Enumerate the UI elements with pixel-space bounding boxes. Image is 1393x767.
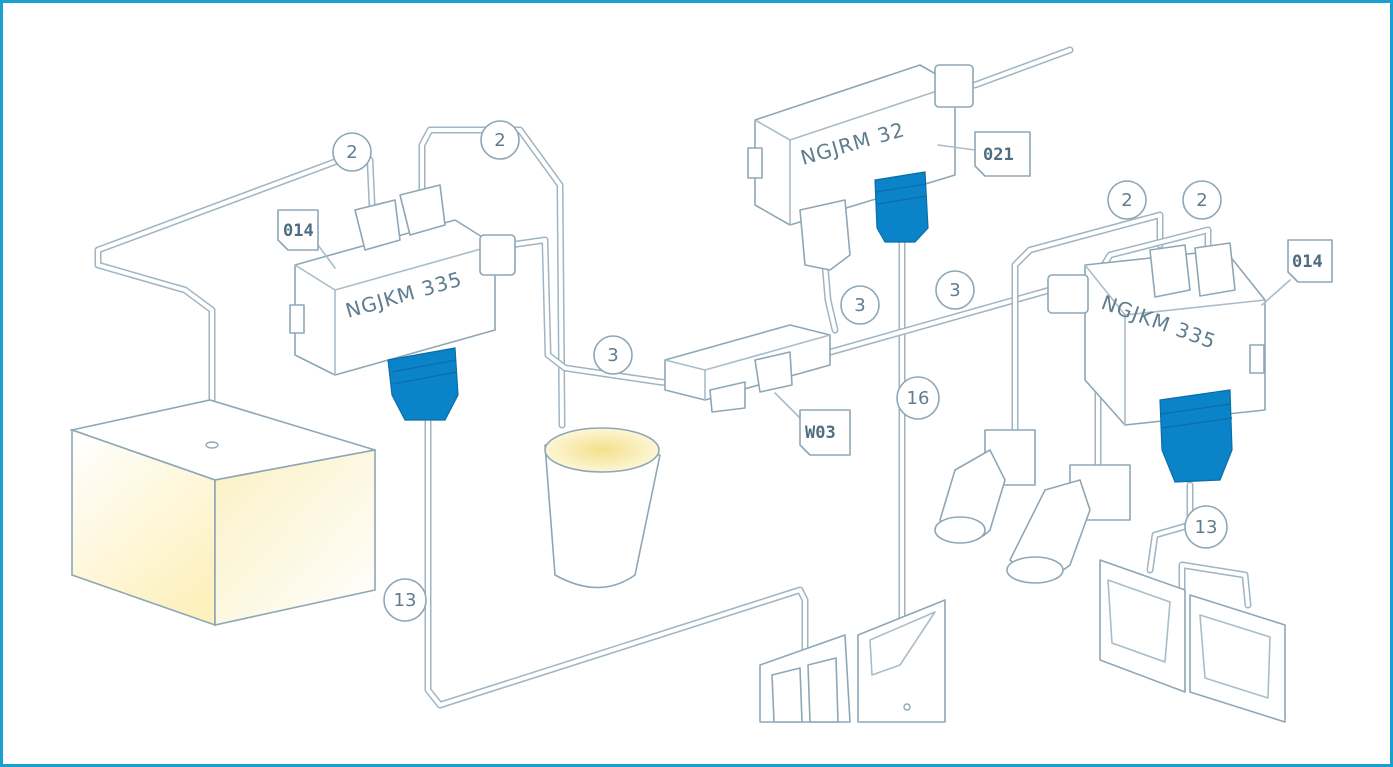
right-module	[1048, 243, 1265, 482]
tag-right-module-text: 014	[1292, 252, 1323, 272]
tag-distributor-text: W03	[805, 423, 836, 443]
marker-mid-right: 3	[936, 271, 974, 309]
marker-left-b-text: 2	[494, 130, 505, 151]
tag-left-module-text: 014	[283, 221, 314, 241]
marker-left-bottom-text: 13	[394, 590, 417, 611]
marker-right-a-text: 2	[1121, 190, 1132, 211]
tag-right-module: 014	[1288, 240, 1332, 282]
tag-left-module: 014	[278, 210, 318, 250]
marker-right-a: 2	[1108, 181, 1146, 219]
marker-mid-top-text: 3	[854, 295, 865, 316]
marker-mid-left: 3	[594, 336, 632, 374]
marker-mid-top: 3	[841, 286, 879, 324]
light-box	[72, 400, 375, 625]
marker-left-bottom: 13	[384, 579, 426, 621]
marker-right-b-text: 2	[1196, 190, 1207, 211]
cup-light	[545, 428, 660, 588]
marker-mid-right-text: 3	[949, 280, 960, 301]
wiring-diagram: NGJKM 335 NGJRM 32 NGJKM 335 014 021 014…	[3, 3, 1390, 764]
marker-center-vertical: 16	[897, 377, 939, 419]
switches	[760, 560, 1285, 722]
marker-center-vertical-text: 16	[907, 388, 930, 409]
marker-right-b: 2	[1183, 181, 1221, 219]
marker-mid-left-text: 3	[607, 345, 618, 366]
marker-left-a: 2	[333, 133, 371, 171]
tag-distributor: W03	[800, 410, 850, 455]
marker-left-a-text: 2	[346, 142, 357, 163]
tag-top-module: 021	[975, 132, 1030, 176]
marker-left-b: 2	[481, 121, 519, 159]
tag-top-module-text: 021	[983, 145, 1014, 165]
marker-right-bottom-text: 13	[1195, 517, 1218, 538]
top-module	[748, 65, 973, 270]
distributor	[665, 325, 830, 412]
marker-right-bottom: 13	[1185, 506, 1227, 548]
